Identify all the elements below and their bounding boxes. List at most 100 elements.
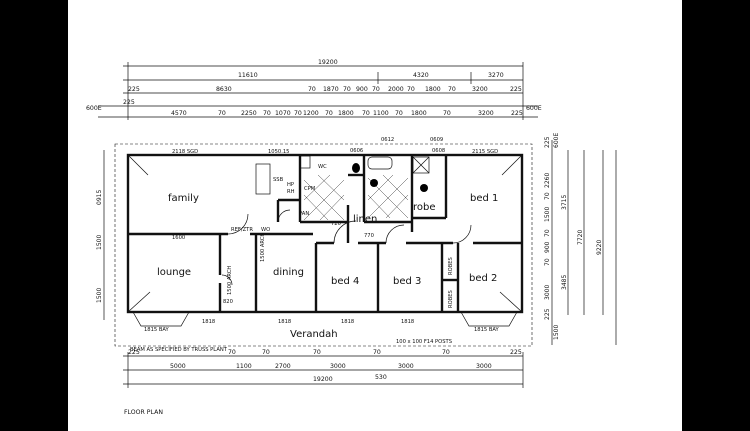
label-arch2: 1500 ARCH [260, 233, 266, 262]
dim-right-3485: 3485 [561, 275, 568, 290]
label-1818-d: 1818 [401, 319, 414, 325]
dim-bottom-row: 225 5000 70 1100 70 2700 70 3000 70 3000… [128, 349, 522, 370]
dim-text: 70 [308, 86, 316, 93]
dim-text: 1800 [411, 110, 427, 117]
label-robes-1: ROBES [448, 257, 454, 275]
label-arch1: 1500 ARCH [227, 266, 233, 295]
dim-right-2260: 2260 [544, 173, 551, 188]
dim-text: 225 [510, 86, 522, 93]
dim-right-1500-verandah: 1500 [553, 325, 560, 340]
dim-row-3: 4570 70 2250 70 1070 70 1200 70 1800 70 … [171, 110, 523, 117]
dim-text: 1100 [373, 110, 389, 117]
floor-plan-drawing: 19200 11610 4320 3270 225 8630 70 1870 7… [86, 59, 617, 416]
dim-text: 70 [313, 349, 321, 356]
dim-right-600e: 600E [553, 133, 560, 148]
label-sgd-right: 2115 SGD [472, 149, 498, 155]
dim-text: 70 [325, 110, 333, 117]
dim-right-3000: 3000 [544, 285, 551, 300]
dim-text: 70 [373, 349, 381, 356]
label-820: 820 [223, 299, 233, 305]
dim-side-left: 600E [86, 105, 102, 112]
dim-text: 1200 [303, 110, 319, 117]
dim-right-225-bottom: 225 [544, 308, 551, 320]
dim-text: 1800 [425, 86, 441, 93]
label-wc: WC [318, 164, 327, 170]
room-bed4: bed 4 [331, 276, 359, 287]
room-bed2: bed 2 [469, 273, 497, 284]
external-walls [126, 153, 524, 327]
label-cpm: CPM [304, 186, 315, 192]
dim-text: 70 [228, 349, 236, 356]
dim-text: 1870 [323, 86, 339, 93]
label-770: 770 [364, 233, 374, 239]
label-1818-c: 1818 [341, 319, 354, 325]
dim-text: 225 [511, 110, 523, 117]
dim-text: 70 [362, 110, 370, 117]
dim-text: 8630 [216, 86, 232, 93]
label-0609: 0609 [430, 137, 443, 143]
room-dining: dining [273, 267, 304, 278]
dim-text: 70 [372, 86, 380, 93]
roof-outline [114, 143, 533, 347]
label-hp: HP [287, 182, 294, 188]
room-verandah: Verandah [290, 329, 338, 340]
dim-text: 3200 [472, 86, 488, 93]
dim-text: 225 [128, 86, 140, 93]
dim-right-225-top: 225 [544, 136, 551, 148]
footer-floor-plan: FLOOR PLAN [124, 409, 163, 416]
dim-text: 70 [218, 110, 226, 117]
dim-side-right: 600E [526, 105, 542, 112]
dim-right-9220: 9220 [596, 240, 603, 255]
dim-text: 70 [263, 110, 271, 117]
dim-text: 2000 [388, 86, 404, 93]
dim-text: 70 [448, 86, 456, 93]
label-ssb: SSB [273, 177, 284, 183]
dim-right-3715: 3715 [561, 195, 568, 210]
top-dimension-lines [98, 62, 538, 120]
label-bay-right: 1815 BAY [474, 327, 500, 333]
dim-text: 70 [442, 349, 450, 356]
dim-right-70b: 70 [544, 229, 551, 237]
dim-text: 2700 [275, 363, 291, 370]
dim-text: 4570 [171, 110, 187, 117]
dim-text: 225 [510, 349, 522, 356]
label-0612: 0612 [381, 137, 394, 143]
dim-text: 70 [294, 110, 302, 117]
dim-text: 3000 [398, 363, 414, 370]
door-swings [221, 209, 472, 286]
room-robe: robe [413, 202, 436, 213]
dim-text: 2250 [241, 110, 257, 117]
dim-text: 225 [123, 99, 135, 106]
right-dimension-lines [551, 140, 617, 345]
label-robes-2: ROBES [448, 290, 454, 308]
dim-right-7720: 7720 [577, 230, 584, 245]
label-0608: 0608 [432, 148, 445, 154]
dim-text: 5000 [170, 363, 186, 370]
dim-text: 3000 [476, 363, 492, 370]
label-rh: RH [287, 189, 295, 195]
dim-text: 1070 [275, 110, 291, 117]
label-sgd-mid: 1050.15 [268, 149, 289, 155]
dim-right-70c: 70 [544, 258, 551, 266]
label-720: 720 [331, 221, 341, 227]
dim-bottom-530: 530 [375, 374, 387, 381]
dim-text: 1800 [338, 110, 354, 117]
dim-top-4320: 4320 [413, 72, 429, 79]
dim-overall-bottom: 19200 [313, 376, 333, 383]
bottom-dimension-lines [123, 352, 524, 388]
dim-text: 3200 [478, 110, 494, 117]
dim-text: 1100 [236, 363, 252, 370]
dim-overall-top: 19200 [318, 59, 338, 66]
label-pan: PAN [299, 211, 309, 217]
label-bay-left: 1815 BAY [144, 327, 170, 333]
dim-text: 70 [343, 86, 351, 93]
room-lounge: lounge [157, 267, 191, 278]
dim-right-1500: 1500 [544, 207, 551, 222]
dim-text: 900 [356, 86, 368, 93]
note-posts: 100 x 100 F14 POSTS [396, 339, 452, 345]
room-family: family [168, 193, 199, 204]
dim-top-11610: 11610 [238, 72, 258, 79]
dim-right-70a: 70 [544, 192, 551, 200]
label-wo: WO [261, 227, 270, 233]
dim-text: 70 [395, 110, 403, 117]
